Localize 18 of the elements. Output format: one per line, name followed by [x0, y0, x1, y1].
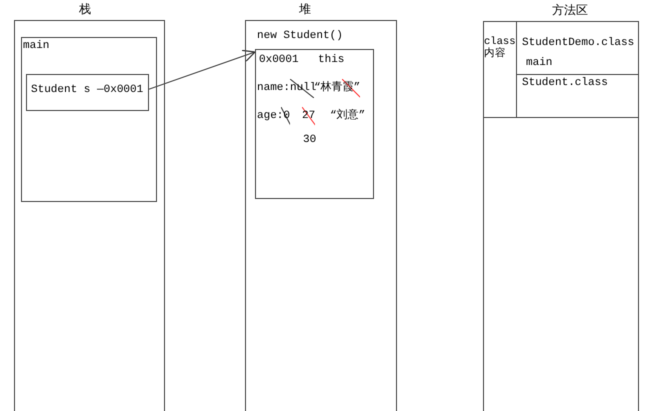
value-text: 30 [303, 134, 316, 147]
object-heading: new Student() [257, 30, 343, 43]
frame-label: main [23, 40, 50, 53]
stack-frame-box [21, 37, 157, 202]
column-heading: 栈 [79, 3, 91, 16]
variable-label: Student s —0x0001 [31, 84, 144, 97]
method-name: main [526, 57, 552, 70]
class-table [483, 21, 639, 118]
address-text: 0x0001 [259, 54, 299, 67]
column-heading: 方法区 [552, 4, 588, 17]
row-header: class 内容 [484, 36, 515, 60]
variable-box [26, 74, 149, 111]
value-text: “刘意” [330, 110, 366, 123]
column-heading: 堆 [299, 3, 311, 16]
class-name: StudentDemo.class [522, 37, 634, 50]
keyword-text: this [318, 54, 344, 67]
arrow [148, 50, 256, 90]
class-name: Student.class [522, 77, 608, 90]
